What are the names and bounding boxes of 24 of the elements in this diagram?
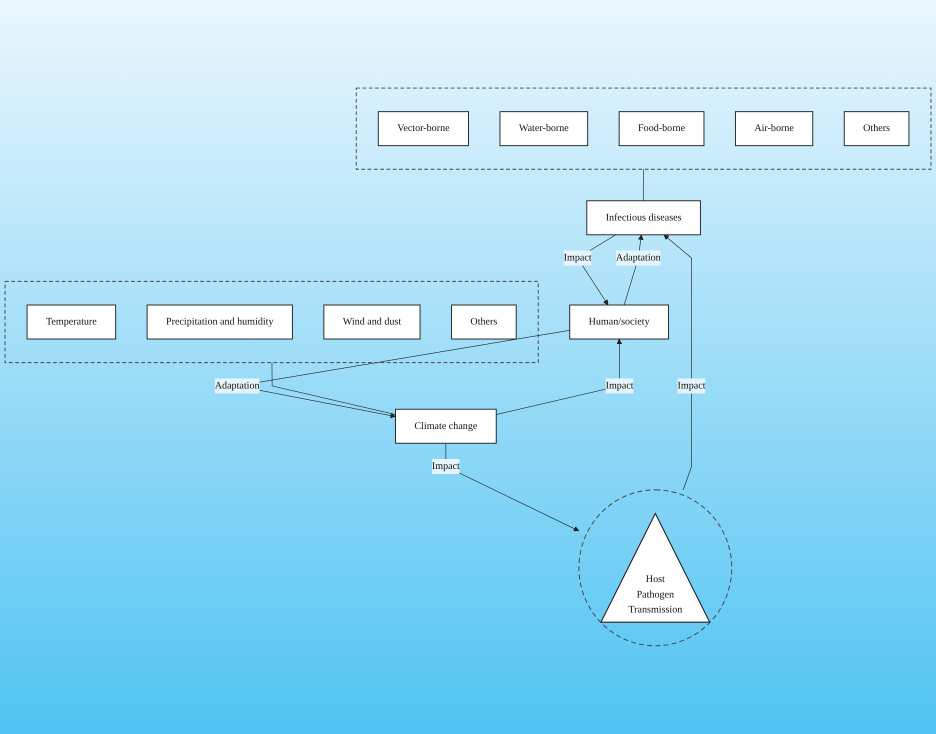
node-box: Precipitation and humidity: [146, 304, 293, 340]
node-box: Temperature: [26, 304, 116, 340]
node-box: Infectious diseases: [586, 200, 701, 236]
edge-label: Impact: [678, 380, 706, 392]
node-box: Others: [844, 111, 910, 146]
arrow: [664, 234, 692, 490]
connector: [272, 362, 396, 415]
edge-label: Impact: [606, 380, 634, 392]
edge-label: Impact: [564, 252, 592, 264]
node-box: Climate change: [395, 408, 497, 444]
edge-label: Impact: [432, 460, 460, 472]
cluster: [4, 280, 539, 364]
cluster: [578, 489, 732, 646]
node-box: Air-borne: [734, 111, 814, 146]
edge-label: Adaptation: [616, 252, 661, 264]
node-box: Food-borne: [618, 111, 704, 146]
cluster: [356, 88, 932, 170]
node-box: Others: [451, 304, 517, 340]
node-box: Vector-borne: [378, 111, 469, 146]
node-box: Wind and dust: [323, 304, 421, 340]
edge-label: Adaptation: [214, 380, 260, 392]
node-box: Water-borne: [500, 111, 588, 146]
connector: [643, 169, 644, 202]
node-box: Human/society: [569, 304, 669, 340]
